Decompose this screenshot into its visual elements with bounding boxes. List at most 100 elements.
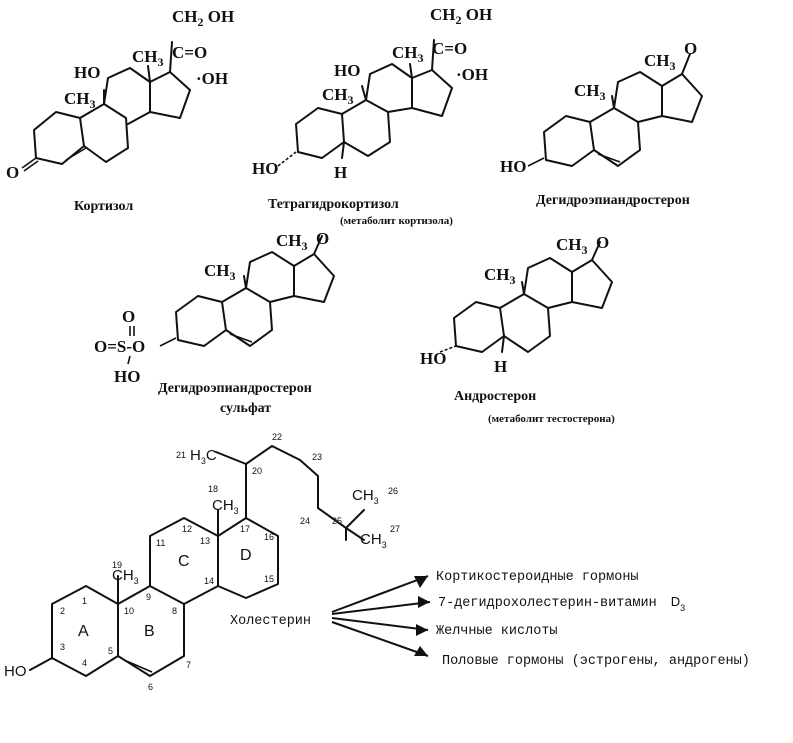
svg-text:15: 15 (264, 574, 274, 584)
cholesterol-double-bond (123, 659, 153, 673)
svg-text:8: 8 (172, 606, 177, 616)
svg-text:26: 26 (388, 486, 398, 496)
svg-text:9: 9 (146, 592, 151, 602)
ring-letter-c: C (178, 553, 190, 570)
dhea-ho3-label: HO (500, 157, 526, 176)
andro-ch3-c18: CH3 (556, 235, 588, 257)
svg-text:12: 12 (182, 524, 192, 534)
thc-ho-bond (277, 151, 297, 167)
molecule-cortisol: CH2 OH C=O ·OH HO CH3 CH3 O Кортизол (6, 7, 234, 214)
thc-keto-label: C=O (432, 39, 467, 58)
cholesterol-skeleton (29, 445, 365, 677)
dheas-skeleton (175, 235, 335, 347)
cholesterol-h3c-label: H3C (190, 447, 217, 466)
molecule-dhea: O CH3 CH3 HO Дегидроэпиандростерон (500, 39, 703, 208)
arrow-4 (331, 621, 429, 657)
svg-text:CH2 OH: CH2 OH (172, 7, 234, 29)
thc-oh-label: ·OH (456, 65, 488, 84)
svg-text:3: 3 (60, 642, 65, 652)
andro-note: (метаболит тестостерона) (488, 413, 615, 425)
molecule-tetrahydrocortisol: CH2 OH C=O ·OH HO CH3 CH3 HO H Тетрагидр… (252, 5, 492, 227)
andro-o17-label: O (596, 233, 609, 252)
product-arrows (331, 575, 431, 657)
cortisol-skeleton (33, 41, 191, 165)
cholesterol-name: Холестерин (230, 614, 311, 629)
dheas-ho-label: HO (114, 367, 140, 386)
cholesterol-ch3-c19: CH3 (112, 567, 139, 586)
thc-note: (метаболит кортизола) (340, 215, 453, 227)
dhea-o17-label: O (684, 39, 697, 58)
thc-h5-label: H (334, 163, 347, 182)
cortisol-keto3 (21, 157, 39, 172)
cortisol-o3-label: O (6, 163, 19, 182)
andro-name: Андростерон (454, 389, 536, 404)
cortisol-oh-label: ·OH (196, 69, 228, 88)
ring-letter-d: D (240, 547, 252, 564)
svg-text:CH2 OH: CH2 OH (430, 5, 492, 27)
andro-h5-label: H (494, 357, 507, 376)
dheas-name: Дегидроэпиандростерон (158, 381, 312, 396)
cortisol-double-bond (65, 147, 87, 161)
svg-text:21: 21 (176, 450, 186, 460)
arrow-1-head (414, 576, 428, 588)
arrow-4-head (414, 646, 428, 656)
dheas-ch3-c18: CH3 (276, 231, 308, 253)
svg-text:23: 23 (312, 452, 322, 462)
dheas-sulfate-bonds (127, 326, 177, 365)
svg-text:16: 16 (264, 532, 274, 542)
svg-text:18: 18 (208, 484, 218, 494)
carbon-numbers: 1 2 3 4 5 6 7 8 9 10 11 12 13 14 15 16 1… (60, 432, 400, 692)
cholesterol-ch3-c27: CH3 (360, 531, 387, 550)
cortisol-ch3-c19: CH3 (64, 89, 96, 111)
arrow-3-head (416, 624, 428, 636)
thc-ch3-c19: CH3 (322, 85, 354, 107)
svg-text:11: 11 (156, 538, 165, 548)
svg-text:25: 25 (332, 516, 342, 526)
svg-text:17: 17 (240, 524, 250, 534)
thc-ho3-label: HO (252, 159, 278, 178)
thc-ch3-c18: CH3 (392, 43, 424, 65)
svg-text:2: 2 (60, 606, 65, 616)
dheas-o17-label: O (316, 229, 329, 248)
andro-ch3-c19: CH3 (484, 265, 516, 287)
cholesterol-ch3-c18: CH3 (212, 497, 239, 516)
svg-text:22: 22 (272, 432, 282, 442)
svg-text:27: 27 (390, 524, 400, 534)
cortisol-keto-label: C=O (172, 43, 207, 62)
ring-letter-b: B (144, 623, 155, 640)
cholesterol-ch3-c26: CH3 (352, 487, 379, 506)
dhea-ho-bond (527, 157, 545, 167)
dhea-name: Дегидроэпиандростерон (536, 193, 690, 208)
dhea-ch3-c19: CH3 (574, 81, 606, 103)
product-sex-hormones: Половые гормоны (эстрогены, андрогены) (442, 654, 750, 669)
molecule-dhea-sulfate: O CH3 CH3 O O=S-O HO Дегидроэпиандростер… (94, 229, 335, 416)
molecule-cholesterol: A B C D 1 2 3 4 5 6 7 8 9 10 11 12 13 14… (4, 432, 400, 692)
cortisol-ho11-label: HO (74, 63, 100, 82)
andro-ho3-label: HO (420, 349, 446, 368)
svg-text:7: 7 (186, 660, 191, 670)
svg-text:1: 1 (82, 596, 87, 606)
andro-skeleton (453, 241, 613, 353)
svg-text:6: 6 (148, 682, 153, 692)
svg-text:19: 19 (112, 560, 122, 570)
svg-text:14: 14 (204, 576, 214, 586)
ring-letter-a: A (78, 623, 89, 640)
svg-text:4: 4 (82, 658, 87, 668)
arrow-2 (331, 601, 431, 615)
svg-text:10: 10 (124, 606, 134, 616)
svg-text:13: 13 (200, 536, 210, 546)
svg-text:24: 24 (300, 516, 310, 526)
cortisol-ch3-c18: CH3 (132, 47, 164, 69)
dhea-skeleton (543, 53, 703, 167)
molecule-androsterone: O CH3 CH3 HO H Андростерон (метаболит те… (420, 233, 615, 425)
cholesterol-ho-label: HO (4, 663, 27, 680)
dheas-double-bond (229, 333, 253, 343)
thc-ho11-label: HO (334, 61, 360, 80)
svg-text:5: 5 (108, 646, 113, 656)
thc-skeleton (295, 39, 453, 159)
dhea-ch3-c18: CH3 (644, 51, 676, 73)
dheas-name-line2: сульфат (220, 401, 271, 416)
arrow-2-head (418, 596, 430, 608)
